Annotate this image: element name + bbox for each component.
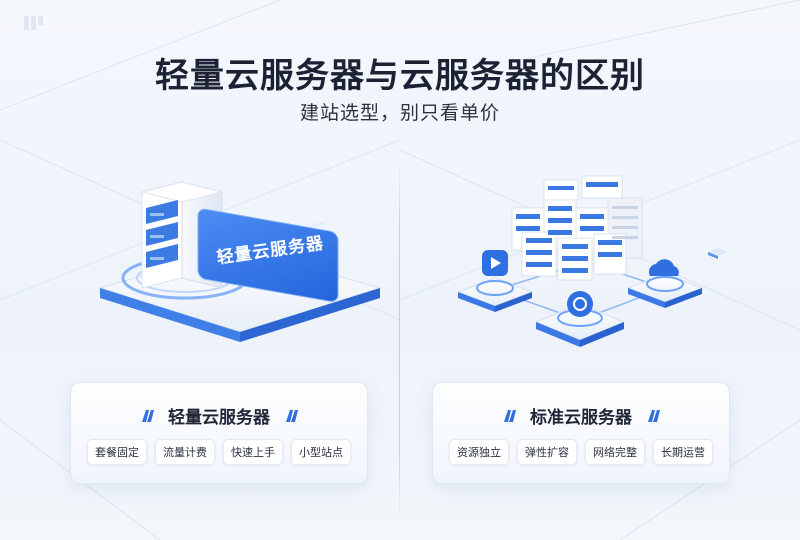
tag-item: 小型站点: [291, 439, 351, 465]
standard-server-card: 标准云服务器 资源独立 弹性扩容 网络完整 长期运营: [432, 382, 730, 484]
standard-server-illustration: [456, 175, 728, 347]
standard-card-title: 标准云服务器: [530, 408, 632, 428]
tag-item: 快速上手: [223, 439, 283, 465]
quote-right-icon: [648, 409, 660, 422]
tag-item: 网络完整: [585, 439, 645, 465]
decorative-mark-icon: [24, 16, 43, 30]
quote-left-icon: [142, 409, 154, 422]
lightweight-server-illustration: [98, 181, 382, 342]
tag-item: 弹性扩容: [517, 439, 577, 465]
center-divider: [399, 160, 400, 520]
tag-item: 长期运营: [653, 439, 713, 465]
quote-left-icon: [504, 409, 516, 422]
lightweight-card-title: 轻量云服务器: [168, 408, 270, 428]
tag-item: 套餐固定: [87, 439, 147, 465]
tag-item: 资源独立: [449, 439, 509, 465]
page-title: 轻量云服务器与云服务器的区别: [155, 56, 645, 96]
page-subtitle: 建站选型，别只看单价: [299, 102, 500, 124]
tag-item: 流量计费: [155, 439, 215, 465]
quote-right-icon: [286, 409, 298, 422]
lightweight-server-card: 轻量云服务器 套餐固定 流量计费 快速上手 小型站点: [70, 382, 368, 484]
